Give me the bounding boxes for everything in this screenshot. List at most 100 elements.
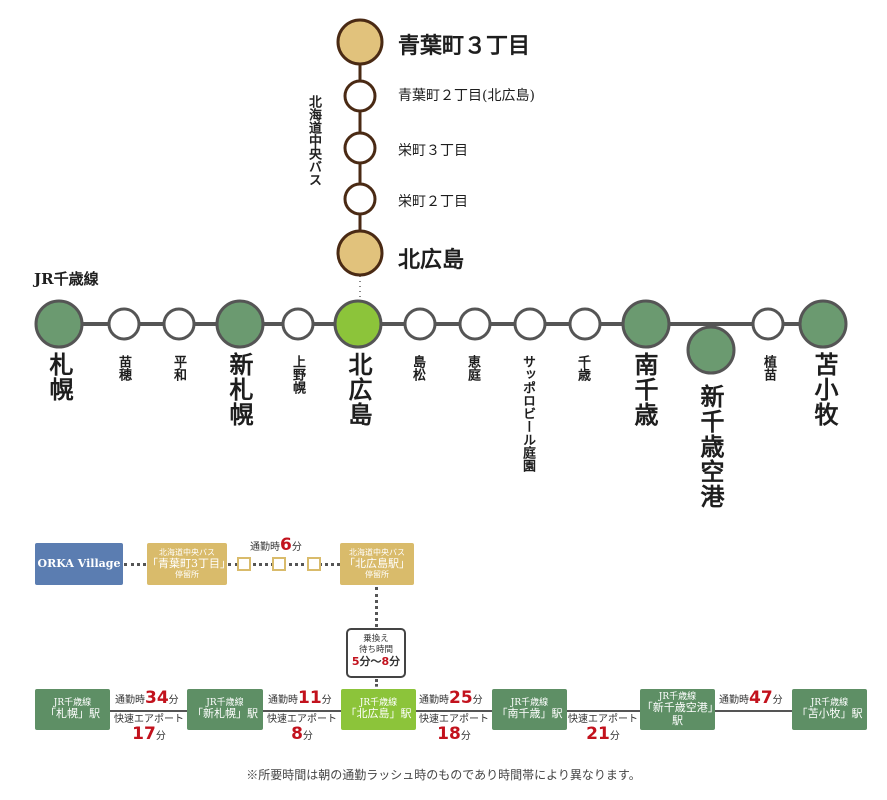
rapid-time: 快速エアポート 21分 xyxy=(566,714,640,744)
rapid-label: 快速エアポート xyxy=(114,714,184,725)
unit: 分 xyxy=(321,695,332,706)
commute-label: 通勤時 xyxy=(250,542,280,553)
bus-stop-label: 青葉町２丁目(北広島) xyxy=(398,88,535,104)
jr-station-box: JR千歳線 「札幌」駅 xyxy=(35,689,110,730)
bus-stop-label: 栄町３丁目 xyxy=(398,143,468,159)
rapid-value: 8 xyxy=(291,724,303,744)
rapid-value: 18 xyxy=(437,724,461,744)
wait-min: 5 xyxy=(351,655,360,669)
commute-label: 通勤時 xyxy=(419,695,449,706)
rapid-value: 17 xyxy=(132,724,156,744)
jr-station-marker xyxy=(107,307,141,341)
bus-stop-marker xyxy=(343,182,377,216)
dotted-connector xyxy=(375,679,378,687)
bus-stop-box-kitahiroshima: 北海道中央バス 「北広島駅」 停留所 xyxy=(340,543,414,585)
station-label: 新札幌 xyxy=(225,352,254,427)
bus-stop-major-marker xyxy=(336,229,384,277)
station-label: 南千歳 xyxy=(630,352,659,427)
bus-stop-marker xyxy=(343,79,377,113)
jr-current-station-marker xyxy=(333,299,383,349)
jr-major-station-marker xyxy=(798,299,848,349)
station-label: 札幌 xyxy=(45,352,74,402)
station-label: 植苗 xyxy=(761,355,776,381)
jr-line: JR千歳線 xyxy=(658,691,697,702)
jr-station-marker xyxy=(751,307,785,341)
bus-travel-time: 通勤時6分 xyxy=(250,535,302,555)
jr-connector-line xyxy=(110,710,830,712)
footnote: ※所要時間は朝の通勤ラッシュ時のものであり時間帯により異なります。 xyxy=(246,768,641,782)
unit: 分 xyxy=(302,731,313,742)
jr-line: JR千歳線 xyxy=(53,698,92,708)
dotted-connector xyxy=(124,563,146,566)
jr-station-marker xyxy=(568,307,602,341)
commute-time: 通勤時47分 xyxy=(719,688,783,708)
commute-time: 通勤時34分 xyxy=(115,688,179,708)
bus-stop-label: 栄町２丁目 xyxy=(398,194,468,210)
unit: 分 xyxy=(168,695,179,706)
bus-stop-major-marker xyxy=(336,18,384,66)
jr-major-station-marker xyxy=(215,299,265,349)
station-label: 上野幌 xyxy=(290,355,305,394)
jr-line: JR千歳線 xyxy=(206,698,244,708)
origin-label: ORKA Village xyxy=(37,556,121,570)
jr-station-name: 「苫小牧」駅 xyxy=(796,707,863,721)
intermediate-stop-square xyxy=(272,557,286,571)
jr-major-station-marker xyxy=(621,299,671,349)
wait-time: 5分〜8分 xyxy=(348,655,404,669)
rapid-label: 快速エアポート xyxy=(267,714,337,725)
jr-station-name: 「南千歳」駅 xyxy=(496,707,563,721)
jr-station-name: 「札幌」駅 xyxy=(45,707,100,721)
route-map xyxy=(34,18,848,375)
station-label: 北広島 xyxy=(344,352,373,427)
unit: 分 xyxy=(389,655,401,669)
jr-station-marker xyxy=(513,307,547,341)
bus-stop-marker xyxy=(343,131,377,165)
jr-station-name: 「新千歳空港」駅 xyxy=(641,701,714,727)
rapid-value: 21 xyxy=(586,724,610,744)
commute-label: 通勤時 xyxy=(268,695,298,706)
intermediate-stop-square xyxy=(307,557,321,571)
jr-line-name: JR千歳線 xyxy=(34,270,99,288)
rapid-time: 快速エアポート 8分 xyxy=(265,714,339,744)
station-label: 苫小牧 xyxy=(810,352,839,427)
intermediate-stop-square xyxy=(237,557,251,571)
bus-stop-suffix: 停留所 xyxy=(365,570,389,580)
bus-line-name: 北海道中央バス xyxy=(306,95,321,186)
rapid-label: 快速エアポート xyxy=(419,714,489,725)
station-label: 恵庭 xyxy=(465,355,480,381)
station-label: 千歳 xyxy=(575,355,590,381)
jr-station-box: JR千歳線 「南千歳」駅 xyxy=(492,689,567,730)
bus-company: 北海道中央バス xyxy=(349,548,405,558)
commute-value: 47 xyxy=(749,688,773,708)
commute-time: 通勤時25分 xyxy=(419,688,483,708)
commute-value: 25 xyxy=(449,688,473,708)
wait-max: 8 xyxy=(381,655,390,669)
station-label: 新千歳空港 xyxy=(696,384,725,509)
bus-stop-label: 北広島 xyxy=(398,247,465,273)
jr-major-station-marker xyxy=(34,299,84,349)
unit: 分 xyxy=(291,542,302,553)
wait-sep: 分〜 xyxy=(359,655,382,669)
jr-line: JR千歳線 xyxy=(810,698,849,708)
unit: 分 xyxy=(609,731,620,742)
unit: 分 xyxy=(472,695,483,706)
jr-line: JR千歳線 xyxy=(510,698,549,708)
jr-station-marker xyxy=(403,307,437,341)
origin-box: ORKA Village xyxy=(35,543,123,585)
commute-time: 通勤時11分 xyxy=(268,688,332,708)
dotted-connector xyxy=(375,587,378,627)
jr-station-marker xyxy=(162,307,196,341)
transfer-box: 乗換え 待ち時間 5分〜8分 xyxy=(346,628,406,678)
bus-stop-name: 「北広島駅」 xyxy=(344,556,410,570)
bus-company: 北海道中央バス xyxy=(159,548,215,558)
bus-stop-suffix: 停留所 xyxy=(175,570,199,580)
jr-branch-station-marker xyxy=(686,325,736,375)
bus-time-value: 6 xyxy=(280,535,292,555)
jr-station-box: JR千歳線 「苫小牧」駅 xyxy=(792,689,867,730)
jr-station-box: JR千歳線 「新札幌」駅 xyxy=(187,689,263,730)
unit: 分 xyxy=(155,731,166,742)
commute-label: 通勤時 xyxy=(115,695,145,706)
jr-station-marker xyxy=(281,307,315,341)
bus-stop-name: 「青葉町3丁目」 xyxy=(147,556,231,570)
bus-stop-box-aoba: 北海道中央バス 「青葉町3丁目」 停留所 xyxy=(147,543,231,585)
